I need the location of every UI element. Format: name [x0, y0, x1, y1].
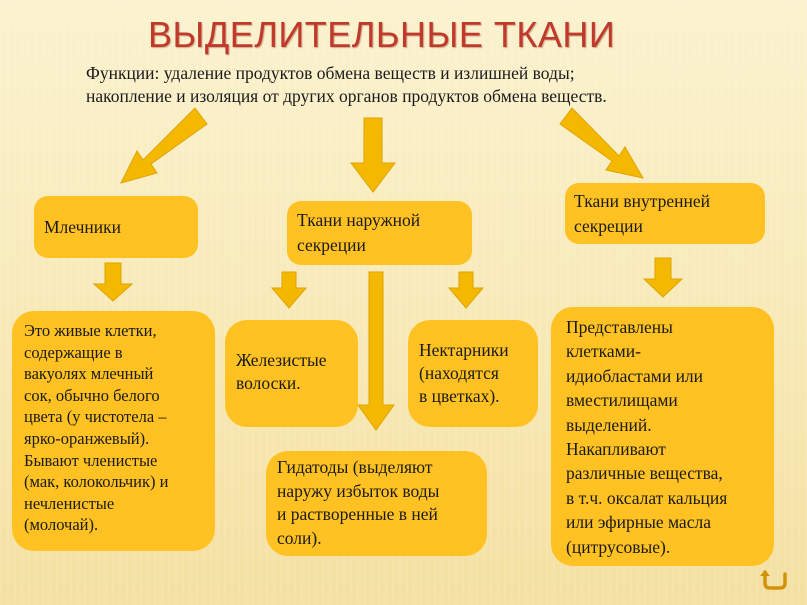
internal-desc-line-10: (цитрусовые).: [566, 536, 671, 557]
laticifers-desc-line-9: нечленистые: [24, 493, 115, 513]
laticifers-desc-line-2: содержащие в: [24, 342, 123, 362]
arrow-to-nectaries: [447, 271, 485, 309]
internal-secretion-line-1: Ткани внутренней: [574, 191, 710, 211]
glandular-hairs-line-2: волоски.: [236, 373, 301, 393]
laticifers-desc-line-6: ярко-оранжевый).: [24, 428, 150, 448]
arrow-to-laticifers: [120, 107, 208, 184]
functions-line-1: Функции: удаление продуктов обмена вещес…: [86, 63, 575, 83]
arrow-to-internal-secretion: [559, 107, 645, 179]
internal-desc-line-6: Накапливают: [566, 439, 666, 460]
arrow-to-external-secretion: [349, 117, 397, 193]
external-secretion-line-1: Ткани наружной: [297, 210, 421, 230]
arrow-to-hydathodes: [357, 271, 395, 431]
internal-desc-line-9: или эфирные масла: [566, 512, 711, 533]
external-secretion-box: Ткани наружной секреции: [287, 201, 472, 265]
nectaries-line-2: (находятся: [419, 363, 499, 383]
nectaries-line-1: Нектарники: [419, 340, 509, 360]
hydathodes-line-4: соли).: [277, 527, 322, 548]
arrow-to-glandular-hairs: [270, 271, 308, 309]
arrow-to-internal-description: [642, 257, 684, 298]
internal-desc-line-4: вместилищами: [566, 390, 678, 411]
glandular-hairs-box: Железистые волоски.: [225, 320, 358, 427]
page-title: ВЫДЕЛИТЕЛЬНЫЕ ТКАНИ: [148, 14, 616, 55]
laticifers-label: Млечники: [44, 217, 122, 237]
laticifers-desc-line-10: (молочай).: [24, 515, 99, 535]
internal-desc-line-7: различные вещества,: [566, 463, 723, 484]
internal-description-box: Представлены клетками- идиобластами или …: [551, 307, 774, 566]
internal-desc-line-2: клетками-: [566, 341, 641, 362]
internal-secretion-box: Ткани внутренней секреции: [565, 183, 765, 244]
hydathodes-line-1: Гидатоды (выделяют: [277, 457, 433, 477]
glandular-hairs-line-1: Железистые: [236, 350, 327, 370]
internal-desc-line-8: в т.ч. оксалат кальция: [566, 487, 728, 508]
arrow-to-laticifers-description: [92, 262, 134, 302]
internal-secretion-line-2: секреции: [574, 216, 643, 236]
internal-desc-line-1: Представлены: [566, 317, 673, 337]
nectaries-line-3: в цветках).: [419, 386, 500, 406]
laticifers-desc-line-4: сок, обычно белого: [24, 385, 160, 405]
external-secretion-line-2: секреции: [297, 235, 366, 255]
laticifers-box: Млечники: [34, 196, 198, 258]
laticifers-desc-line-5: цвета (у чистотела –: [24, 407, 167, 427]
laticifers-desc-line-3: вакуолях млечный: [24, 364, 154, 384]
hydathodes-box: Гидатоды (выделяют наружу избыток воды и…: [266, 451, 487, 556]
return-arrow-icon[interactable]: [760, 568, 788, 592]
laticifers-desc-line-7: Бывают членистые: [24, 450, 158, 470]
laticifers-desc-line-8: (мак, колокольчик) и: [24, 472, 169, 492]
laticifers-desc-line-1: Это живые клетки,: [24, 321, 157, 340]
internal-desc-line-3: идиобластами или: [566, 365, 704, 386]
functions-line-2: накопление и изоляция от других органов …: [86, 86, 607, 106]
laticifers-description-box: Это живые клетки, содержащие в вакуолях …: [12, 311, 215, 551]
hydathodes-line-2: наружу избыток воды: [277, 480, 440, 501]
nectaries-box: Нектарники (находятся в цветках).: [408, 320, 538, 427]
internal-desc-line-5: выделений.: [566, 414, 652, 435]
functions-text: Функции: удаление продуктов обмена вещес…: [86, 62, 726, 108]
hydathodes-line-3: и растворенные в ней: [277, 504, 438, 524]
